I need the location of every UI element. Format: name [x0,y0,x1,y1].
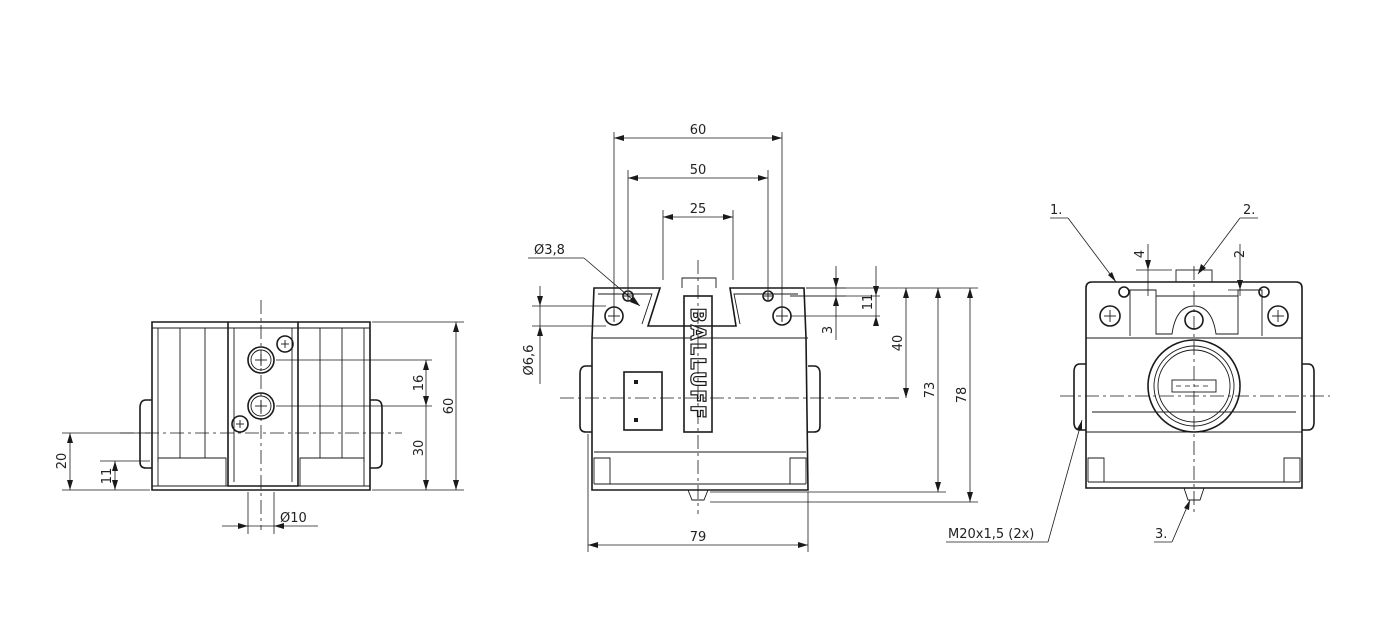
dim-d2-plan: 2 [1233,250,1248,258]
dim-d11-front: 11 [861,294,876,311]
dim-d60-side: 60 [442,398,457,415]
dim-d79-front: 79 [690,530,707,545]
callout-1: 1. [1050,203,1062,218]
dim-d78-front: 78 [955,387,970,404]
dim-d73-front: 73 [923,382,938,399]
callout-thread: M20x1,5 (2x) [948,527,1034,542]
callout-2: 2. [1243,203,1255,218]
callout-3: 3. [1155,527,1167,542]
dim-d4-plan: 4 [1133,250,1148,258]
dim-d60-front: 60 [690,123,707,138]
dim-d50-front: 50 [690,163,707,178]
front-view: BALLUFF [522,123,978,552]
dim-d20-side: 20 [55,453,70,470]
plan-view: 4 2 1. 2. 3. M20x1,5 (2x) [946,203,1330,543]
side-view: 60 16 30 20 11 Ø10 [55,300,464,534]
dim-d25-front: 25 [690,202,707,217]
dim-d30-side: 30 [412,440,427,457]
dim-d3-front: 3 [821,326,836,334]
dim-d40-front: 40 [891,335,906,352]
dim-dia66: Ø6,6 [522,345,537,376]
dim-dia10: Ø10 [280,511,307,526]
dim-d16-side: 16 [412,375,427,392]
dim-dia38: Ø3,8 [534,243,565,258]
dim-d11-side: 11 [100,468,115,485]
